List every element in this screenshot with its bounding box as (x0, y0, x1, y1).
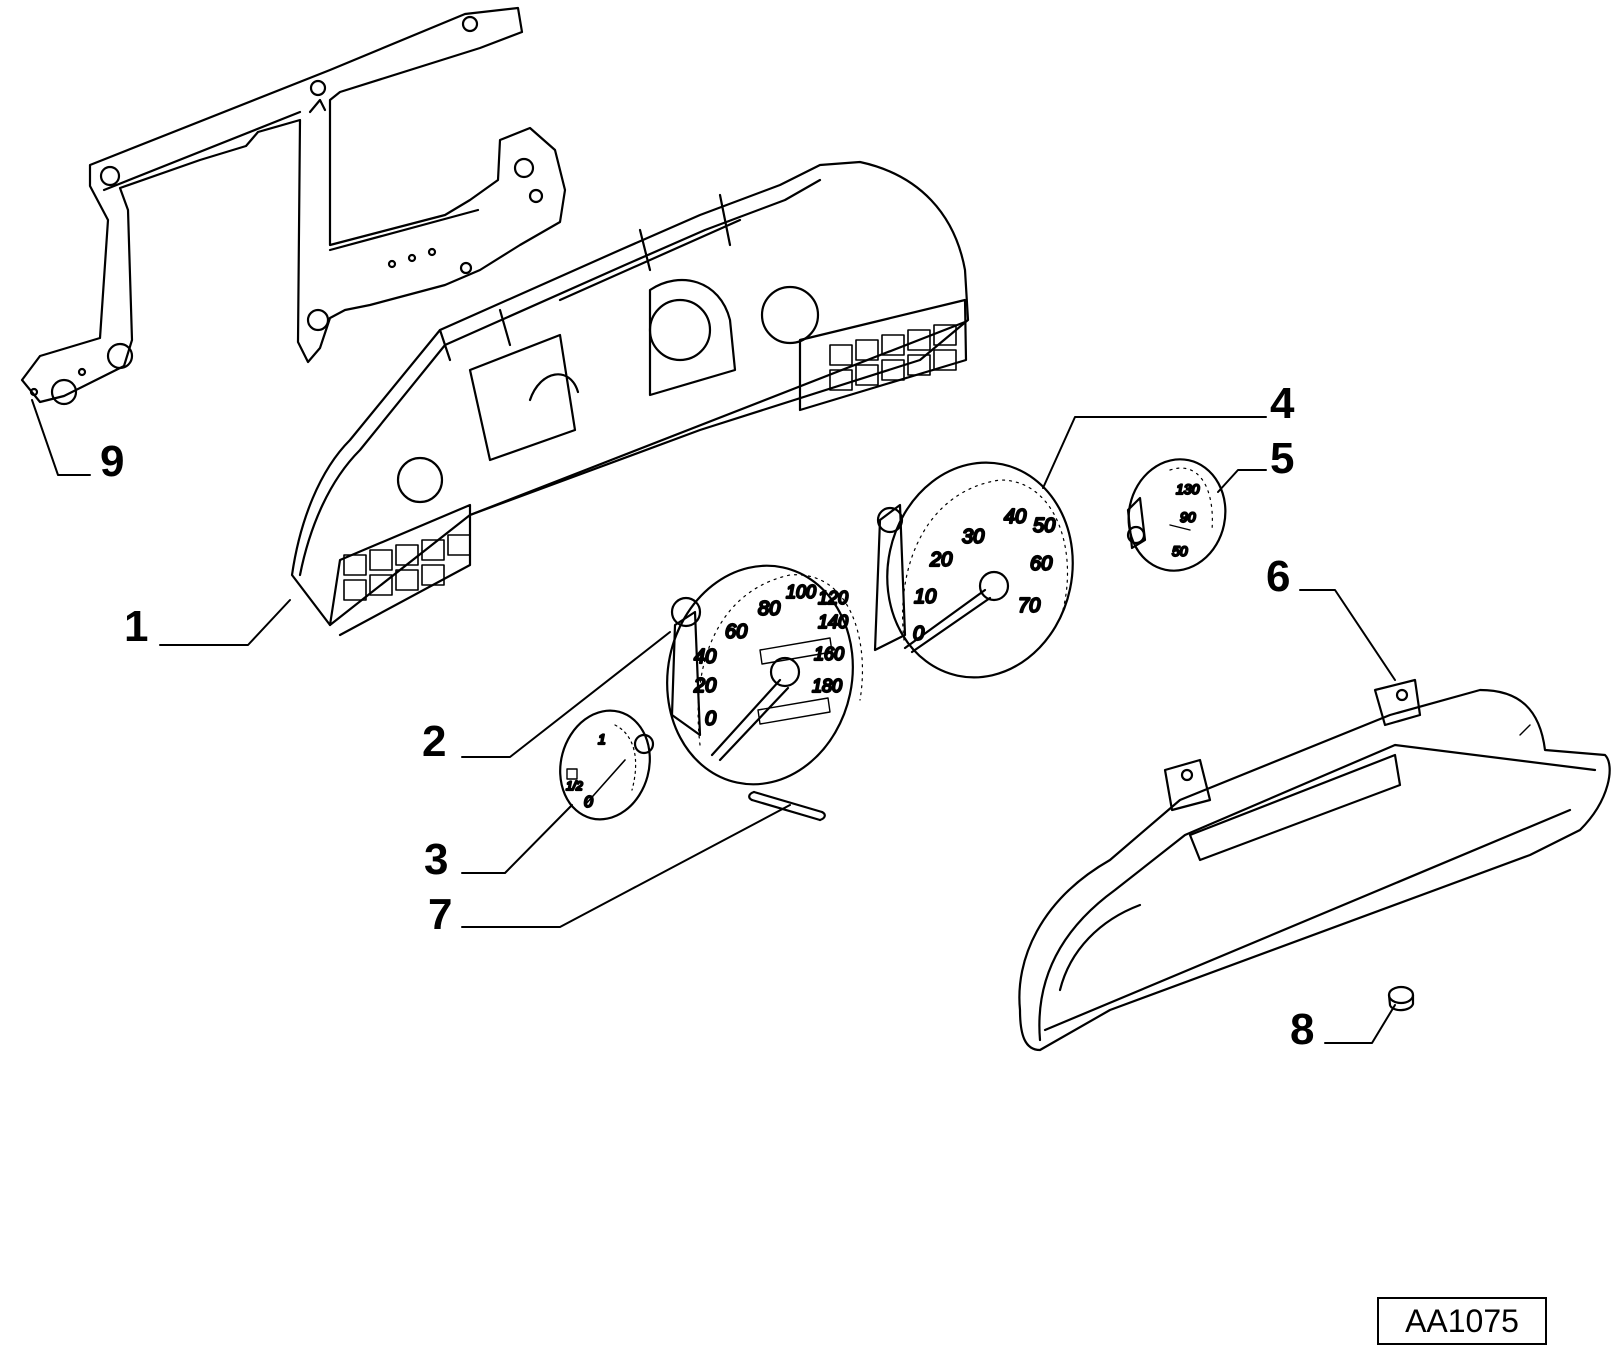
leader-line-2 (461, 631, 671, 758)
tachometer-numerals: 0 10 20 30 40 50 60 70 (912, 505, 1056, 646)
speedometer-numeral: 180 (812, 676, 842, 696)
callout-2: 2 (422, 717, 447, 766)
speedometer-numeral: 40 (694, 646, 716, 668)
speedometer-numeral: 100 (786, 582, 816, 602)
leader-line-7 (461, 804, 791, 928)
leader-line-6 (1299, 589, 1396, 681)
temperature-gauge-numerals: 50 90 130 (1171, 480, 1201, 560)
tachometer-part (873, 461, 1074, 679)
callout-5: 5 (1270, 434, 1295, 483)
cap-part (1387, 985, 1415, 1012)
speedometer-numeral: 80 (758, 598, 780, 620)
leader-line-4 (1042, 416, 1267, 489)
temperature-gauge-part (1126, 458, 1227, 572)
speedometer-numeral: 160 (814, 644, 844, 664)
fuel-gauge-part (559, 709, 655, 821)
callout-7: 7 (428, 890, 453, 939)
leader-line-8 (1324, 1004, 1396, 1044)
callout-3: 3 (424, 835, 449, 884)
front-cover-part (1018, 678, 1611, 1052)
fuel-numeral: 1 (598, 731, 606, 747)
fuel-numeral: 1/2 (566, 779, 583, 793)
callout-6: 6 (1266, 552, 1291, 601)
leader-line-3 (461, 804, 573, 874)
speedometer-part (666, 564, 864, 786)
tachometer-numeral: 60 (1030, 553, 1052, 575)
callout-4: 4 (1270, 379, 1295, 428)
temperature-numeral: 50 (1172, 543, 1188, 559)
callout-1: 1 (124, 602, 149, 651)
speedometer-numeral: 20 (693, 675, 716, 697)
tachometer-numeral: 50 (1033, 515, 1055, 537)
support-bracket-part (20, 6, 567, 406)
leader-line-1 (159, 599, 291, 646)
speedometer-numerals: 0 20 40 60 80 100 120 140 160 180 (692, 581, 849, 731)
tachometer-numeral: 40 (1004, 506, 1026, 528)
tachometer-numeral: 70 (1018, 595, 1040, 617)
leader-line-5 (1217, 469, 1267, 493)
temperature-numeral: 130 (1176, 481, 1200, 497)
tachometer-numeral: 0 (913, 623, 924, 645)
speedometer-numeral: 0 (705, 708, 716, 730)
speedometer-numeral: 140 (818, 612, 848, 632)
speedometer-numeral: 120 (818, 588, 848, 608)
temperature-numeral: 90 (1180, 509, 1196, 525)
tachometer-numeral: 30 (962, 526, 984, 548)
tachometer-numeral: 10 (914, 586, 936, 608)
leader-line-9 (31, 399, 91, 476)
reference-code-box: AA1075 (1377, 1297, 1547, 1345)
callout-9: 9 (100, 437, 125, 486)
fuel-gauge-numerals: 0 1/2 1 (565, 730, 607, 812)
rear-housing-part (290, 160, 970, 637)
tachometer-numeral: 20 (929, 549, 952, 571)
bulb-pin-part (748, 790, 826, 822)
leader-lines (31, 399, 1396, 1044)
speedometer-numeral: 60 (725, 621, 747, 643)
callout-8: 8 (1290, 1005, 1315, 1054)
fuel-numeral: 0 (584, 794, 593, 811)
